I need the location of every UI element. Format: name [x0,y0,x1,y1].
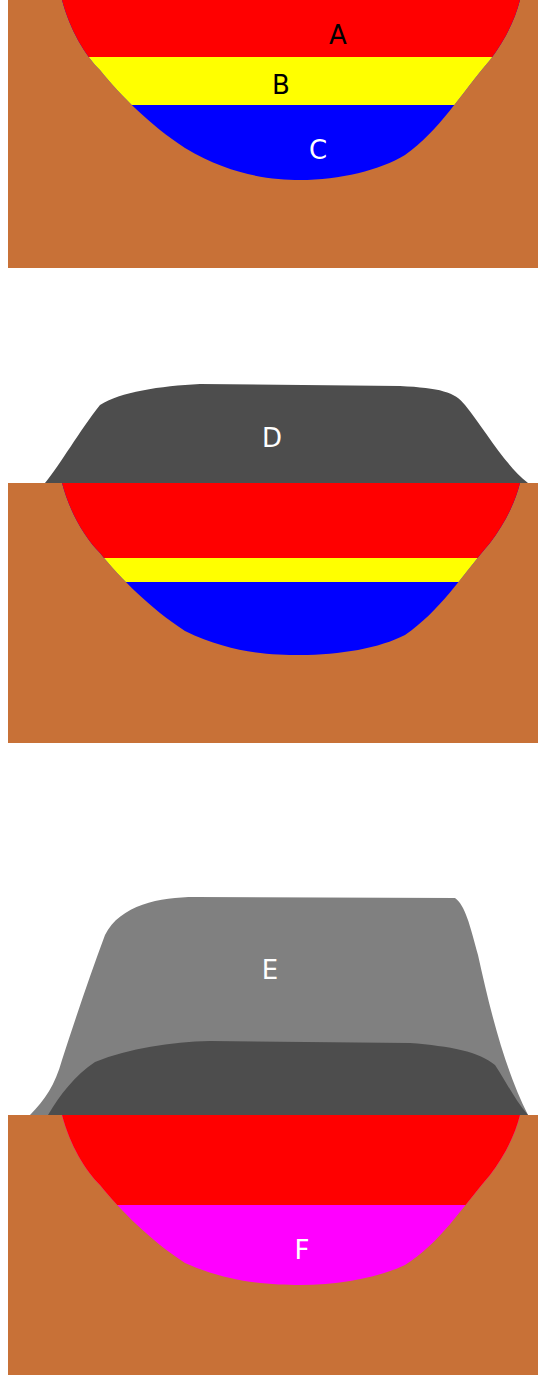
panel-two [0,483,538,743]
yellow-layer [0,57,538,105]
band-letter: C [309,136,327,165]
band-letter: F [295,1236,310,1265]
band-letter: A [329,21,347,50]
layer-label: A [325,19,351,52]
layer-label: F [291,1234,314,1267]
red-layer [0,483,538,558]
yellow-layer [0,558,538,582]
light-mound [30,897,528,1115]
red-layer [0,1115,538,1205]
panel-three [0,1115,538,1375]
layer-label: C [305,134,331,167]
panel-one [0,0,538,268]
band-letter: B [272,71,290,100]
band-letter: E [262,956,278,985]
mound-label: D [258,422,286,455]
layer-label: B [268,69,294,102]
mound-label: E [258,954,282,987]
dark-mound [45,384,528,483]
dark-mound [48,1041,528,1115]
red-layer [0,0,538,57]
band-letter: D [262,424,282,453]
